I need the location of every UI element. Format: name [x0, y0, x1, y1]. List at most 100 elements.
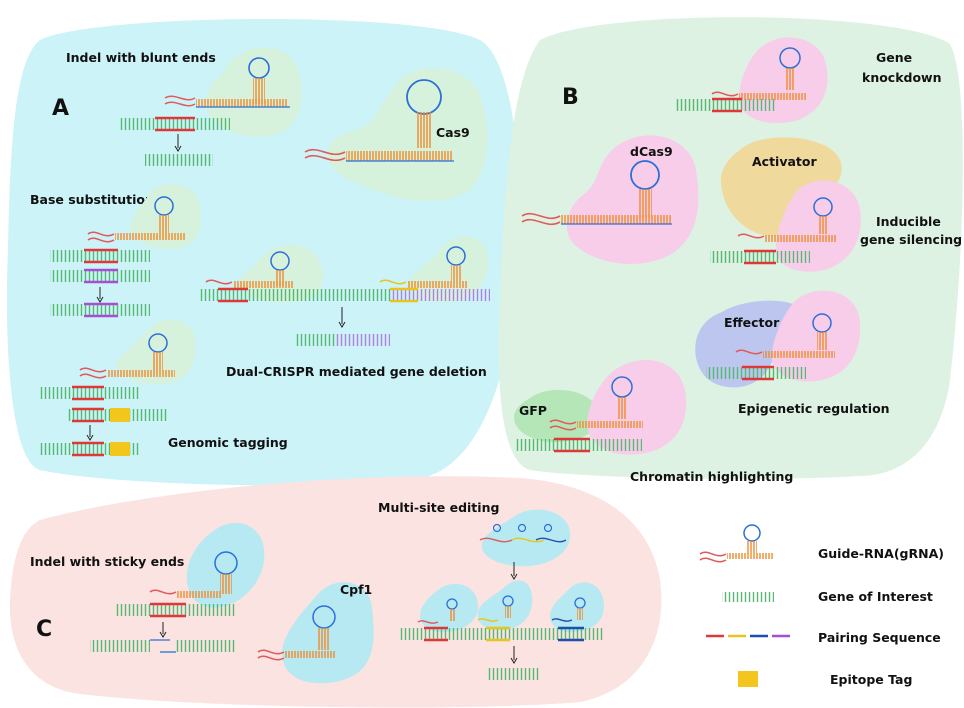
- grna-tail: [87, 231, 115, 237]
- grna-target-duplex: [285, 651, 335, 658]
- grna-target-duplex: [407, 281, 467, 288]
- dna-result-left: [90, 640, 150, 652]
- legend-grna-label: Guide-RNA(gRNA): [818, 546, 944, 561]
- dna-helix: [710, 251, 810, 263]
- label-inducible-line1: Inducible: [876, 214, 941, 229]
- grna-tail: [711, 91, 739, 97]
- multisite-array-complex: [479, 509, 571, 567]
- label-chromatin: Chromatin highlighting: [630, 469, 793, 484]
- grna-tail: [549, 419, 577, 425]
- grna-stem: [318, 628, 330, 650]
- grna-tail: [737, 233, 765, 239]
- dcas9-complex-effector: [735, 290, 861, 382]
- grna-target-duplex: [765, 235, 837, 242]
- dcas9-blob: [566, 135, 699, 265]
- grna-stem: [785, 68, 795, 90]
- arrowhead: [96, 296, 104, 303]
- dna-result: [488, 668, 540, 680]
- label-genomic-tagging: Genomic tagging: [168, 435, 288, 450]
- label-inducible-line2: gene silencing: [860, 232, 962, 247]
- cpf1-complex: [257, 582, 374, 684]
- cas9-complex-base: [87, 184, 202, 250]
- label-gfp: GFP: [519, 403, 547, 418]
- label-indel-blunt: Indel with blunt ends: [66, 50, 216, 65]
- multisite-complex-1: [417, 583, 478, 633]
- gfp-blob: [514, 389, 600, 443]
- grna-tail: [417, 620, 439, 624]
- arrowhead: [86, 434, 94, 441]
- cpf1-blob: [481, 509, 571, 567]
- arrowhead: [510, 657, 518, 664]
- grna-array: [535, 537, 567, 543]
- dna-helix: [40, 387, 140, 399]
- grna-tail: [79, 373, 107, 379]
- grna-tail: [87, 237, 115, 243]
- grna-target-duplex: [739, 93, 807, 100]
- cas9-complex-tagging: [79, 319, 196, 384]
- dna-helix: [50, 270, 150, 282]
- grna-target-duplex: [177, 591, 222, 598]
- effector-blob: [695, 300, 806, 388]
- label-gene-knockdown-line1: Gene: [876, 50, 912, 65]
- panel-c: C Indel with sticky ends Cpf1: [9, 476, 662, 708]
- grna-target-duplex: [107, 370, 175, 377]
- dual-crispr-complex-left: [205, 244, 323, 303]
- legend-epitope: Epitope Tag: [738, 671, 912, 687]
- panel-b: B Gene knockdown dCas9 Activator: [498, 17, 963, 484]
- grna-loop: [543, 523, 553, 533]
- grna-tail: [257, 649, 285, 655]
- grna-target-duplex: [233, 281, 293, 288]
- grna-tail: [205, 279, 233, 285]
- grna-tail: [149, 589, 177, 595]
- legend-epitope-label: Epitope Tag: [830, 672, 912, 687]
- grna-target-duplex: [115, 233, 185, 240]
- legend-grna: Guide-RNA(gRNA): [699, 524, 944, 563]
- multisite-complex-2: [477, 580, 533, 630]
- label-effector: Effector: [724, 315, 780, 330]
- dna-helix: [676, 99, 776, 111]
- dual-crispr-complex-right: [379, 236, 489, 302]
- dna-helix: [120, 118, 230, 130]
- dcas9-complex-inducible: [737, 180, 861, 272]
- dna-helix: [706, 367, 806, 379]
- grna-stem: [577, 608, 583, 620]
- grna-stem: [505, 606, 511, 618]
- label-dcas9: dCas9: [630, 144, 673, 159]
- dna-helix: [50, 250, 150, 262]
- label-cpf1: Cpf1: [340, 582, 372, 597]
- grna-array: [511, 537, 545, 543]
- grna-icon-tail: [699, 551, 727, 557]
- grna-stem: [638, 189, 652, 217]
- label-activator: Activator: [752, 154, 817, 169]
- grna-tail-yellow: [477, 618, 499, 622]
- epitope-tag: [110, 442, 130, 456]
- grna-target-duplex: [346, 151, 452, 161]
- grna-array: [479, 537, 513, 543]
- grna-tail: [304, 154, 346, 162]
- grna-target-duplex: [577, 421, 643, 428]
- grna-target-duplex: [561, 215, 671, 224]
- arrowhead: [338, 321, 346, 328]
- epitope-tag: [110, 408, 130, 422]
- cas9-complex: [304, 68, 488, 201]
- arrowhead: [159, 631, 167, 638]
- activator-blob: [720, 137, 842, 237]
- panel-b-letter: B: [562, 85, 579, 110]
- grna-stem: [817, 332, 827, 350]
- label-multisite: Multi-site editing: [378, 500, 499, 515]
- dna-helix: [116, 604, 236, 616]
- label-dual-crispr: Dual-CRISPR mediated gene deletion: [226, 364, 487, 379]
- legend-pairing: Pairing Sequence: [706, 630, 941, 645]
- grna-target-duplex: [763, 351, 835, 358]
- dcas9-blob: [771, 290, 861, 382]
- label-base-substitution: Base substitution: [30, 192, 154, 207]
- grna-tail: [735, 349, 763, 355]
- grna-tail: [164, 101, 196, 107]
- dna-result-right: [176, 640, 236, 652]
- label-cas9: Cas9: [436, 125, 470, 140]
- grna-stem: [416, 112, 432, 148]
- epitope-icon: [738, 671, 758, 687]
- grna-tail: [304, 148, 346, 156]
- cpf1-complex-sticky: [149, 522, 265, 608]
- dcas9-complex-chromatin: [549, 359, 687, 455]
